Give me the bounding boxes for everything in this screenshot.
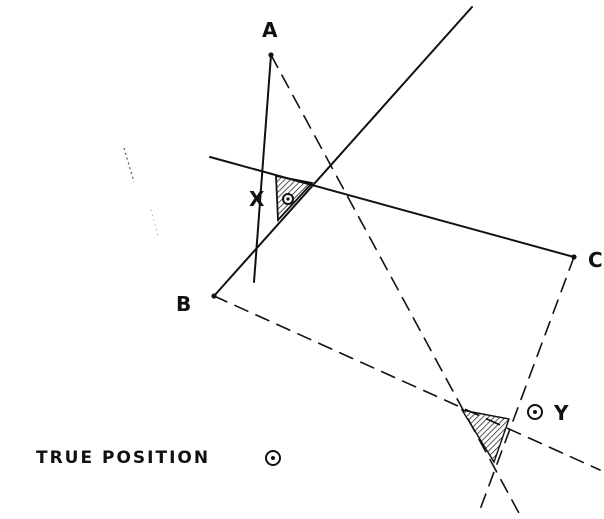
- label-x: X: [249, 187, 265, 211]
- error-triangle-y: [460, 409, 510, 464]
- label-a: A: [262, 18, 278, 42]
- target-circle-icon: [265, 450, 281, 466]
- legend-text: TRUE POSITION: [36, 448, 210, 468]
- error-triangle-x: [275, 174, 314, 223]
- label-b: B: [176, 292, 191, 316]
- scan-artifact: [150, 209, 159, 237]
- true-position-marker-y: [527, 404, 543, 420]
- ray-from-b: [213, 6, 473, 297]
- scan-artifact: [123, 147, 135, 183]
- dashed-ray-a: [270, 54, 521, 516]
- point-c-dot: [571, 254, 577, 260]
- ray-from-a: [253, 54, 272, 283]
- true-position-marker-x: [282, 193, 294, 205]
- dashed-ray-c: [477, 256, 575, 516]
- label-c: C: [588, 248, 603, 272]
- dashed-ray-b: [213, 295, 601, 471]
- point-b-dot: [211, 293, 217, 299]
- ray-from-c: [209, 156, 575, 258]
- label-y: Y: [553, 401, 569, 425]
- point-a-dot: [268, 52, 274, 58]
